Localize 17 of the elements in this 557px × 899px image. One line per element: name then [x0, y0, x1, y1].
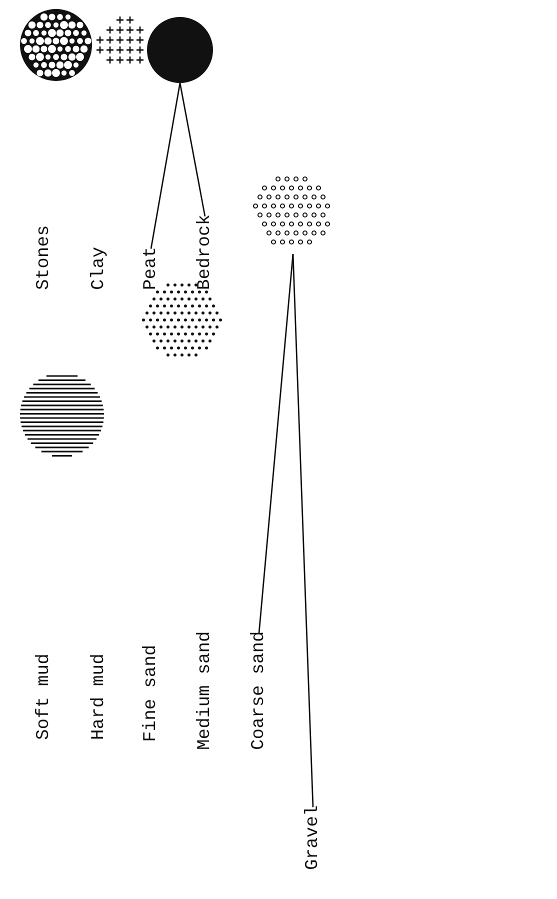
- solid-circle: [147, 17, 213, 83]
- stone-pattern-circle: [20, 9, 92, 81]
- material-label: Bedrock: [194, 214, 216, 290]
- material-label: Stones: [33, 225, 55, 290]
- material-label: Hard mud: [88, 654, 110, 740]
- leader-line: [150, 82, 181, 249]
- material-label: Medium sand: [194, 631, 216, 750]
- leader-line: [179, 82, 206, 216]
- material-label: Soft mud: [33, 654, 55, 740]
- striped-circle: [20, 373, 104, 457]
- material-label: Coarse sand: [248, 631, 270, 750]
- material-label: Peat: [140, 246, 162, 290]
- leader-line: [292, 254, 314, 808]
- material-label: Gravel: [302, 805, 324, 870]
- leader-line: [258, 254, 294, 634]
- material-label: Fine sand: [140, 644, 162, 742]
- material-label: Clay: [88, 246, 110, 290]
